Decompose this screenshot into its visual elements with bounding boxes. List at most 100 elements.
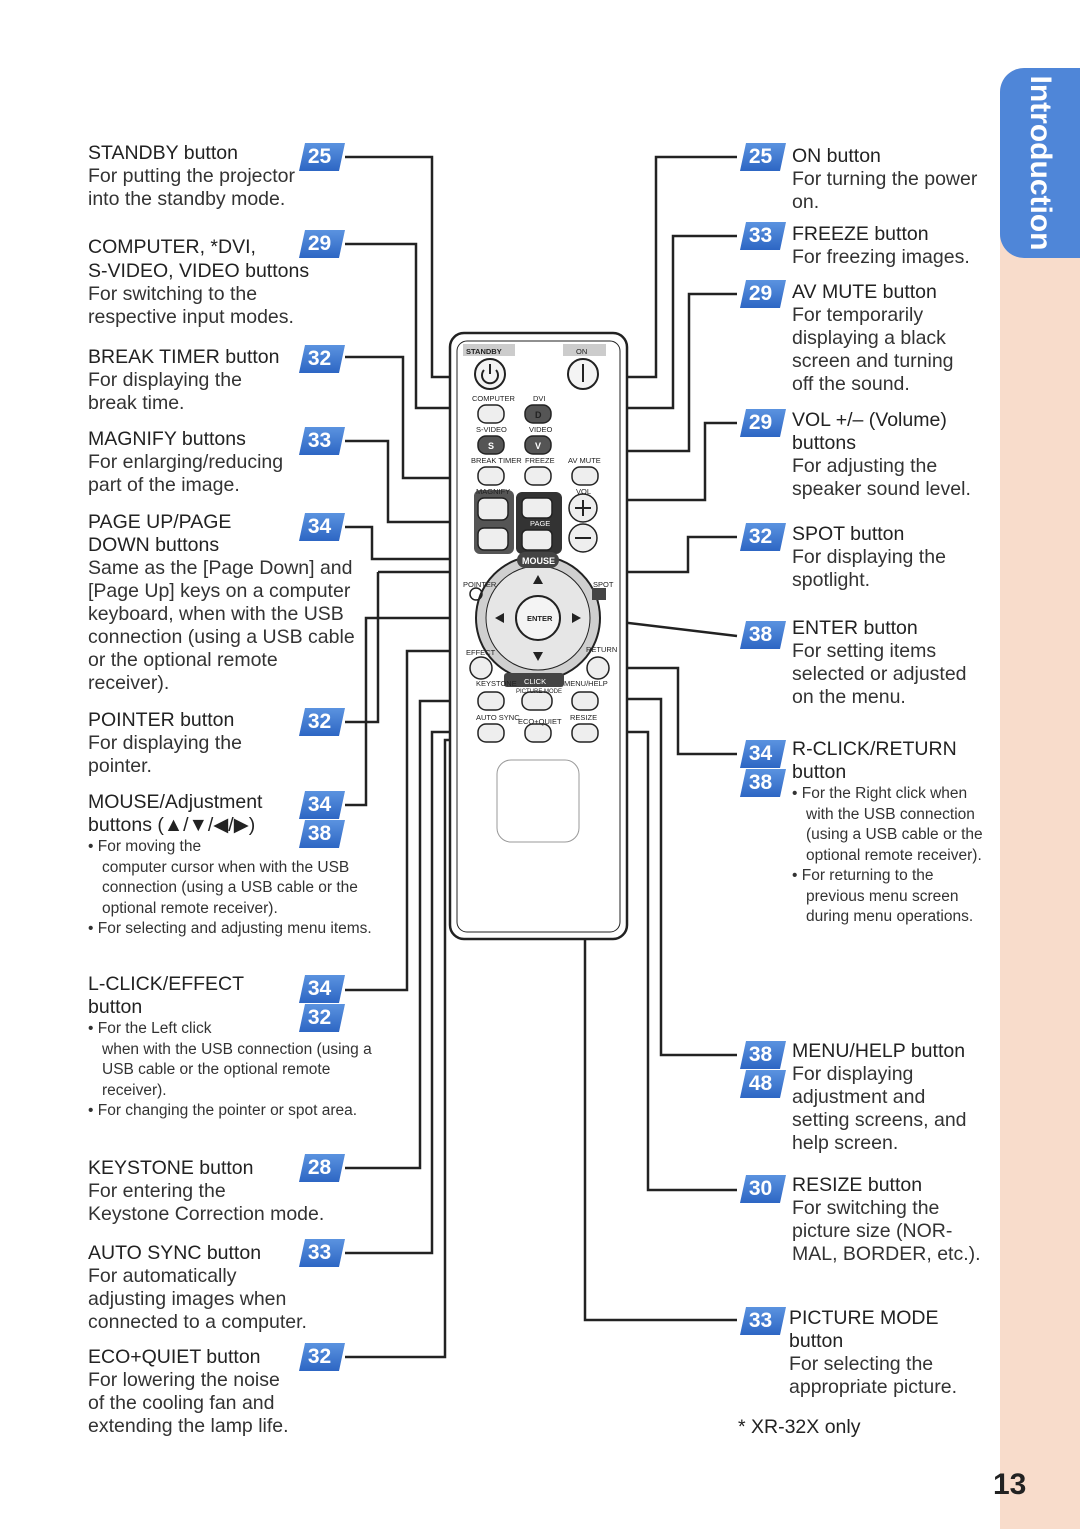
entry-desc: Same as the [Page Down] and[Page Up] key… (88, 557, 355, 694)
entry-title: ON button (792, 145, 881, 167)
page-ref-number: 33 (307, 1241, 332, 1264)
page-ref-number: 38 (307, 822, 332, 845)
entry-title: ECO+QUIET button (88, 1346, 261, 1368)
remote-vol-label: VOL (576, 487, 591, 496)
page-ref-number: 25 (748, 145, 773, 168)
entry-title: COMPUTER, *DVI, (88, 236, 256, 258)
entry-title: FREEZE button (792, 223, 929, 245)
remote-eco-quiet-label: ECO+QUIET (518, 717, 562, 726)
page-ref-badge: 29 (740, 409, 786, 437)
page-ref-badge: 29 (740, 280, 786, 308)
page-ref-badge: 38 (740, 769, 786, 797)
side-tab-background (1000, 68, 1080, 1529)
r-click-entry: R-CLICK/RETURN button • For the Right cl… (792, 738, 992, 928)
entry-title: KEYSTONE button (88, 1157, 254, 1179)
page-ref-number: 48 (748, 1072, 773, 1095)
remote-dvi-label: DVI (533, 394, 546, 403)
entry-title: ENTER button (792, 617, 918, 639)
remote-picture-mode-label: PICTURE MODE (516, 689, 562, 695)
page-ref-badge: 33 (299, 1239, 345, 1267)
page-ref-number: 33 (748, 1309, 773, 1332)
page-ref-badge: 34 (299, 513, 345, 541)
page-ref-badge: 38 (740, 621, 786, 649)
page-ref-badge: 32 (299, 345, 345, 373)
entry-title: RESIZE button (792, 1174, 923, 1196)
page-ref-badge: 32 (299, 1343, 345, 1371)
page-ref-number: 28 (307, 1156, 332, 1179)
remote-freeze-label: FREEZE (525, 456, 555, 465)
page-ref-badge: 34 (299, 975, 345, 1003)
page-ref-number: 29 (748, 282, 773, 305)
entry-title: STANDBY button (88, 142, 238, 164)
entry-title: AV MUTE button (792, 281, 937, 303)
entry-title-line2: DOWN buttons (88, 534, 220, 556)
entry-title-line2: S-VIDEO, VIDEO buttons (88, 260, 310, 282)
page-ref-number: 38 (748, 1043, 773, 1066)
page-ref-number: 33 (307, 429, 332, 452)
remote-on-label: ON (576, 347, 587, 356)
remote-computer-label: COMPUTER (472, 394, 516, 403)
page-ref-number: 38 (748, 771, 773, 794)
page-ref-badge: 32 (299, 708, 345, 736)
vol-entry: VOL +/– (Volume) buttons For adjusting t… (792, 409, 971, 501)
remote-s-key: S (488, 441, 494, 451)
remote-menu-help-label: MENU/HELP (564, 679, 608, 688)
remote-return-label: RETURN (586, 645, 617, 654)
page-ref-badge: 38 (299, 820, 345, 848)
input-buttons-entry-body: S-VIDEO, VIDEO buttons For switching to … (88, 260, 309, 329)
page-ref-badge: 28 (299, 1154, 345, 1182)
remote-spot-label: SPOT (593, 580, 614, 589)
entry-title: VOL +/– (Volume) (792, 409, 947, 431)
entry-title: MENU/HELP button (792, 1040, 966, 1062)
entry-title-line2: button (789, 1330, 844, 1352)
page-ref-badge: 34 (299, 791, 345, 819)
page-ref-number: 32 (307, 347, 332, 370)
page-ref-badge: 34 (740, 740, 786, 768)
page-ref-badge: 25 (299, 143, 345, 171)
page-ref-number: 30 (748, 1177, 773, 1200)
freeze-entry: FREEZE button For freezing images. (792, 223, 970, 269)
page-ref-badge: 33 (299, 427, 345, 455)
l-click-entry: L-CLICK/EFFECT button • For the Left cli… (88, 973, 388, 1122)
page-ref-number: 29 (307, 232, 332, 255)
page-ref-badge: 48 (740, 1070, 786, 1098)
remote-enter-label: ENTER (527, 614, 553, 623)
page-ref-number: 38 (748, 623, 773, 646)
page-ref-badge: 32 (299, 1004, 345, 1032)
page-ref-badge: 38 (740, 1041, 786, 1069)
introduction-tab (1000, 68, 1080, 258)
remote-pointer-label: POINTER (463, 580, 497, 589)
entry-title-line2: button (88, 996, 143, 1018)
page-ref-number: 34 (307, 515, 332, 538)
page-ref-badge: 33 (740, 222, 786, 250)
remote-svideo-label: S-VIDEO (476, 425, 507, 434)
page-ref-badge: 25 (740, 143, 786, 171)
page-ref-badge: 33 (740, 1307, 786, 1335)
remote-standby-label: STANDBY (466, 347, 502, 356)
entry-title: MOUSE/Adjustment (88, 791, 263, 813)
page-ref-badge: 30 (740, 1175, 786, 1203)
